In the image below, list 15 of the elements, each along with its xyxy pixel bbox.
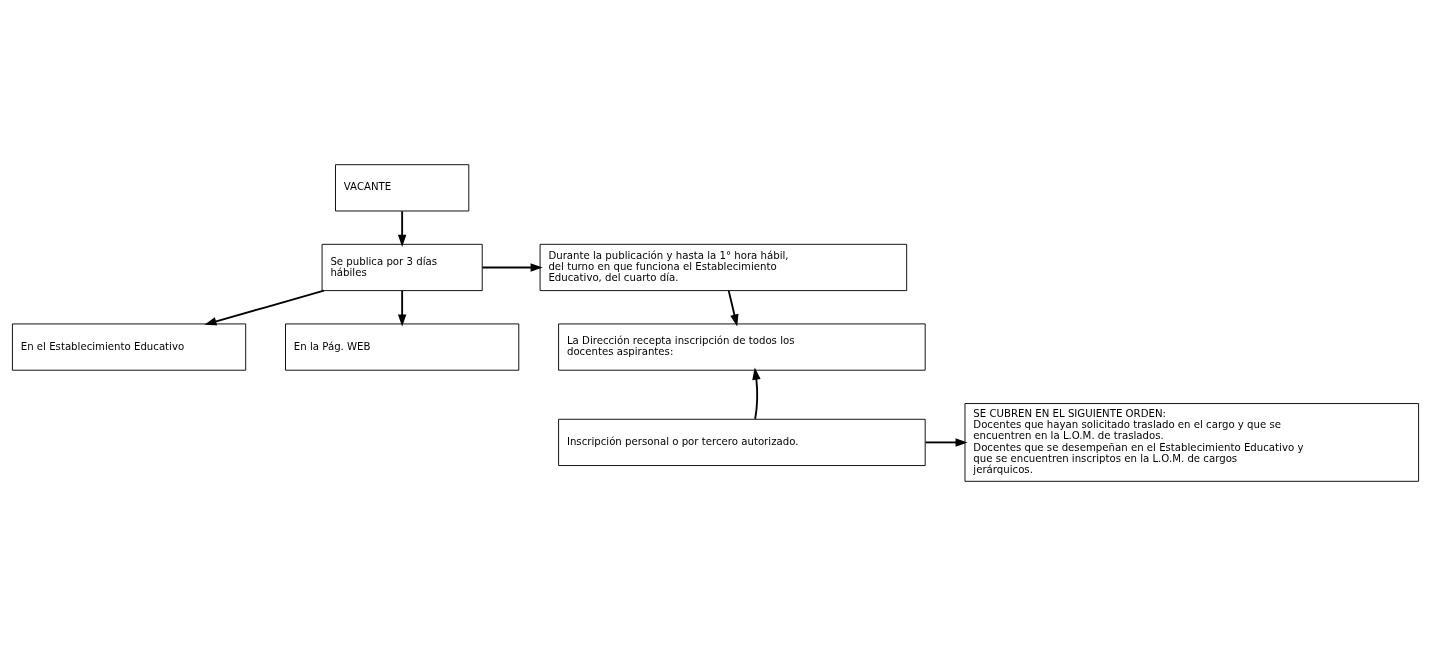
node-box: En el Establecimiento Educativo — [11, 323, 247, 371]
node-box: Durante la publicación y hasta la 1° hora hábil, del turno en que funciona el Establecimiento Educativo, del cuarto día. — [539, 243, 908, 292]
arrow — [727, 289, 739, 327]
arrow — [397, 289, 407, 327]
node-box: La Dirección recepta inscripción de todos los docentes aspirantes: — [558, 323, 926, 371]
arrow — [204, 289, 325, 326]
node-box: Inscripción personal o por tercero autorizado. — [558, 418, 926, 467]
node-box: SE CUBREN EN EL SIGUIENTE ORDEN: Docentes que hayan solicitado traslado en el cargo y que se encuentren en la L.O.M. de traslados. Docentes que se desempeñan en el Establecimiento Educativo y que se encuentren inscriptos en la L.O.M. de cargos jerárquicos. — [964, 403, 1420, 482]
arrow — [397, 210, 407, 247]
node-box: En la Pág. WEB — [285, 323, 520, 371]
arrow — [924, 438, 968, 447]
node-box: Se publica por 3 días hábiles — [321, 243, 483, 292]
arrow — [752, 367, 761, 420]
node-box: VACANTE — [335, 164, 470, 212]
arrow — [481, 263, 543, 272]
